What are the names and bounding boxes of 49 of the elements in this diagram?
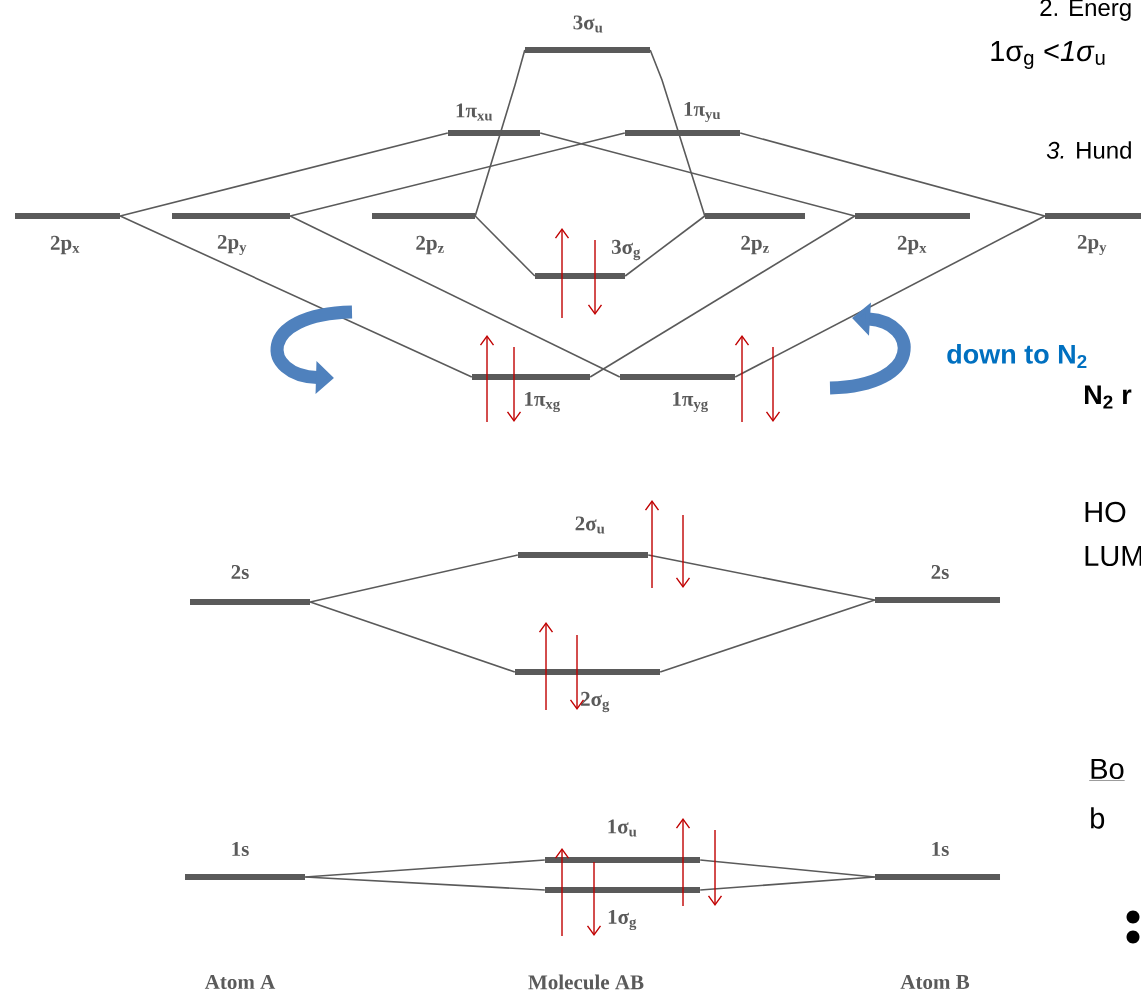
correlation-line <box>309 554 519 603</box>
level-label: 1σ$_{u}$ <box>608 819 637 837</box>
correlation-line <box>539 132 856 217</box>
level-label: 2σ$_{u}$ <box>575 516 605 534</box>
level-label: 2p$_{y}$ <box>217 234 247 256</box>
level-label: 1π$_{yg}$ <box>673 391 708 413</box>
text-label: 2. Energ <box>1040 0 1131 21</box>
correlation-line <box>739 132 1046 217</box>
text-label: Molecule AB <box>528 974 644 990</box>
correlation-line <box>474 215 536 277</box>
correlation-line <box>734 215 1046 378</box>
correlation-line <box>624 215 706 277</box>
correlation-line <box>647 554 876 601</box>
level-label: 1π$_{yu}$ <box>684 101 721 123</box>
level-label: 2σ$_{g}$ <box>581 691 610 713</box>
text-label: 1σ$_{g}$ <1σ$_{u}$ <box>991 41 1105 69</box>
level-label: 2p$_{x}$ <box>50 235 80 255</box>
level-label: 2s <box>931 564 949 580</box>
level-label: 2p$_{z}$ <box>416 235 444 255</box>
level-label: 2p$_{z}$ <box>741 235 769 255</box>
text-label: Atom A <box>204 974 276 990</box>
correlation-line <box>589 215 856 378</box>
correlation-line <box>289 132 626 217</box>
text-label: down to N$_{2}$ <box>947 343 1087 369</box>
text-label: N$_{2}$ r <box>1085 385 1132 409</box>
level-label: 1π$_{xg}$ <box>525 391 560 413</box>
level-label: 1s <box>232 841 249 857</box>
correlation-line <box>649 49 706 217</box>
level-label: 3σ$_{u}$ <box>573 15 603 33</box>
level-label: 2p$_{x}$ <box>897 235 927 255</box>
level-label: 1s <box>932 841 949 857</box>
correlation-line <box>699 876 876 891</box>
text-label: Bo <box>1089 758 1125 781</box>
correlation-line <box>304 876 546 891</box>
text-label: Atom B <box>900 974 970 990</box>
level-label: 2s <box>231 564 249 580</box>
text-label: b <box>1091 807 1105 829</box>
correlation-line <box>474 49 526 217</box>
correlation-line <box>659 599 876 673</box>
correlation-line <box>119 215 473 378</box>
correlation-line <box>309 601 516 673</box>
text-label: HO <box>1085 501 1126 523</box>
correlation-line <box>289 215 621 378</box>
text-label: 3. Hund <box>1046 141 1131 159</box>
level-label: 3σ$_{g}$ <box>611 239 641 261</box>
correlation-line <box>119 132 449 217</box>
level-label: 1π$_{xu}$ <box>456 103 493 121</box>
level-label: 2p$_{y}$ <box>1077 234 1107 256</box>
level-label: 1σ$_{g}$ <box>608 909 637 931</box>
